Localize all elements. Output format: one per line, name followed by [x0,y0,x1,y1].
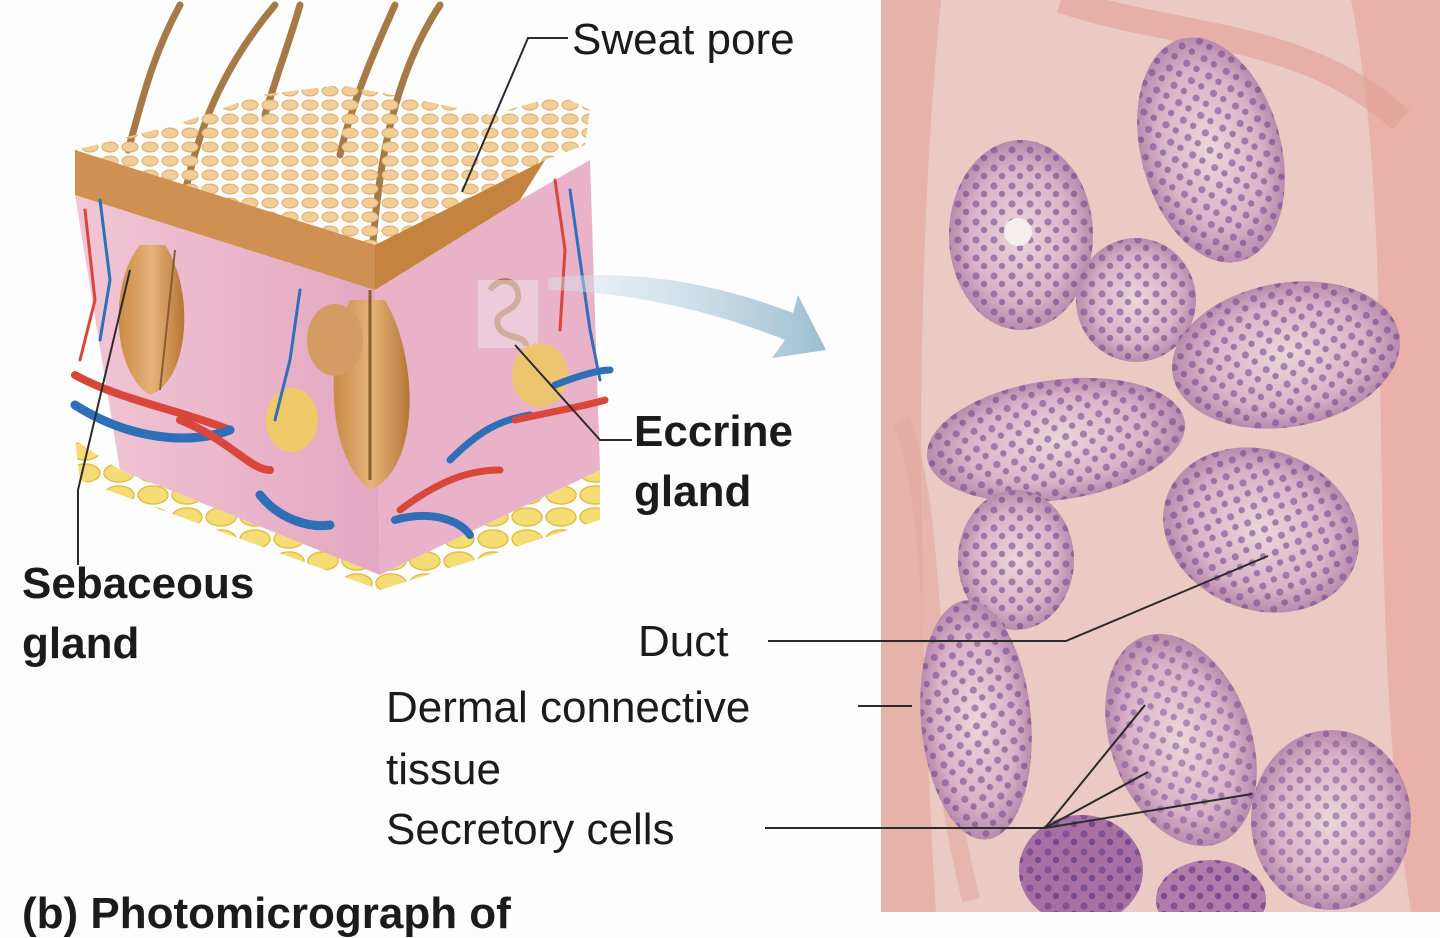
label-eccrine-gland-line2: gland [634,467,752,516]
label-sebaceous-gland-line1: Sebaceous [22,559,255,608]
curved-arrow-icon [548,275,826,358]
label-dermal-connective-tissue-line1: Dermal connective [386,683,751,732]
dermis-right-face [375,160,600,575]
figure-caption: (b) Photomicrograph of [22,889,511,938]
label-dermal-connective-tissue-line2: tissue [386,745,501,794]
photomicrograph-panel [881,0,1440,912]
leader-lines [77,37,1269,829]
label-duct: Duct [638,617,729,666]
label-secretory-cells: Secretory cells [386,805,675,854]
label-sweat-pore: Sweat pore [572,15,795,64]
gland-tubules [920,37,1411,912]
epidermis-surface [75,85,590,290]
epidermis-edge [75,150,375,290]
label-sebaceous-gland-line2: gland [22,619,140,668]
skin-illustration [70,1,1269,829]
hypodermis-fat [75,440,600,590]
photomicrograph-image [881,0,1440,912]
sebaceous-gland-shape [307,304,363,376]
label-eccrine-gland-line1: Eccrine [634,407,793,456]
